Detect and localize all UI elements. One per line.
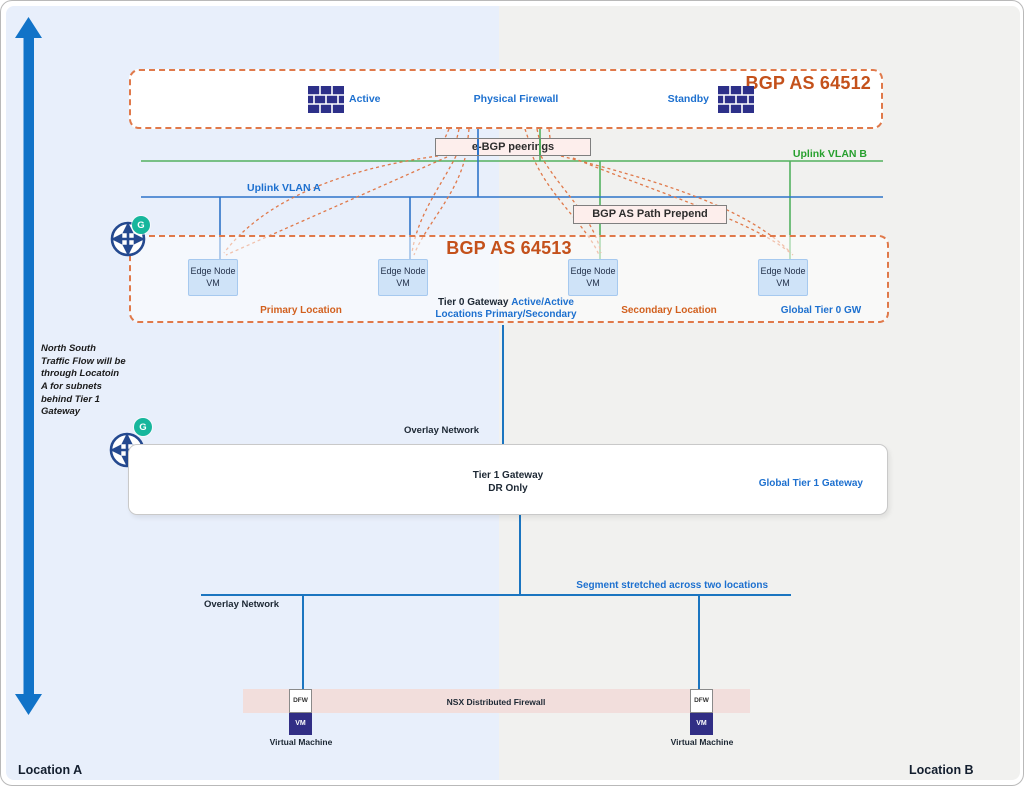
global-tier0-gw-label: Global Tier 0 GW [780, 305, 862, 316]
tier1-line1: Tier 1 Gateway [472, 470, 544, 481]
edge-node-label: Edge Node [760, 266, 806, 276]
edge-node-vm-4: Edge Node VM [758, 259, 808, 296]
edge-node-label: Edge Node [380, 266, 426, 276]
firewall-uplink-b-line [539, 139, 541, 155]
tier0-gateway-black: Tier 0 Gateway [437, 297, 509, 308]
tier1-line2: DR Only [488, 483, 528, 494]
north-south-note: North South Traffic Flow will be through… [41, 343, 126, 418]
location-b-panel [499, 6, 1020, 780]
virtual-machine-label-right: Virtual Machine [670, 737, 734, 747]
nsx-dfw-band [243, 689, 750, 713]
active-firewall-label: Active [349, 93, 381, 105]
vm-box-right: VM [690, 713, 713, 735]
edge-node-label: Edge Node [190, 266, 236, 276]
edge-node-vm-label: VM [396, 278, 410, 289]
bgp-as-64512-box: BGP AS 64512 [129, 69, 883, 129]
standby-firewall-label: Standby [667, 93, 709, 105]
overlay-network-label-1: Overlay Network [404, 425, 479, 436]
tier0-gateway-label: Tier 0 Gateway Active/Active Locations P… [414, 297, 598, 321]
tier1-gateway-label: Tier 1 Gateway DR Only [438, 469, 578, 495]
edge-node-vm-label: VM [776, 278, 790, 289]
tier1-gateway-box: Tier 1 Gateway DR Only Global Tier 1 Gat… [128, 444, 888, 515]
tier0-gateway-locations: Locations Primary/Secondary [435, 309, 577, 320]
tier0-gateway-router: G [106, 215, 160, 271]
segment-stretched-label: Segment stretched across two locations [576, 580, 768, 591]
location-b-label: Location B [909, 763, 974, 777]
tier0-gateway-mode: Active/Active [511, 297, 574, 308]
firewall-uplink-a-line [477, 139, 479, 155]
overlay-network-label-2: Overlay Network [204, 599, 279, 610]
edge-node-vm-2: Edge Node VM [378, 259, 428, 296]
global-badge: G [132, 216, 150, 234]
global-badge: G [134, 418, 152, 436]
uplink-vlan-b-label: Uplink VLAN B [792, 148, 867, 160]
firewall-icon [308, 86, 344, 113]
bgp-as-64513-title: BGP AS 64513 [446, 238, 572, 258]
edge-node-vm-1: Edge Node VM [188, 259, 238, 296]
firewall-icon [718, 86, 754, 113]
dfw-box-right: DFW [690, 689, 713, 713]
secondary-location-label: Secondary Location [621, 305, 717, 316]
edge-node-vm-label: VM [586, 278, 600, 289]
location-a-label: Location A [18, 763, 83, 777]
primary-location-label: Primary Location [260, 305, 342, 316]
global-tier1-gateway-label: Global Tier 1 Gateway [758, 478, 863, 489]
physical-firewall-label: Physical Firewall [473, 93, 559, 105]
edge-node-vm-label: VM [206, 278, 220, 289]
ebgp-peerings-box: e-BGP peerings [435, 138, 591, 156]
edge-node-vm-3: Edge Node VM [568, 259, 618, 296]
nsx-dfw-label: NSX Distributed Firewall [446, 697, 546, 707]
dfw-box-left: DFW [289, 689, 312, 713]
location-a-panel [6, 6, 499, 780]
uplink-vlan-a-label: Uplink VLAN A [247, 182, 321, 194]
vm-box-left: VM [289, 713, 312, 735]
virtual-machine-label-left: Virtual Machine [269, 737, 333, 747]
bgp-as-path-prepend-box: BGP AS Path Prepend [573, 205, 727, 224]
bgp-as-64512-title: BGP AS 64512 [745, 73, 871, 93]
edge-node-label: Edge Node [570, 266, 616, 276]
